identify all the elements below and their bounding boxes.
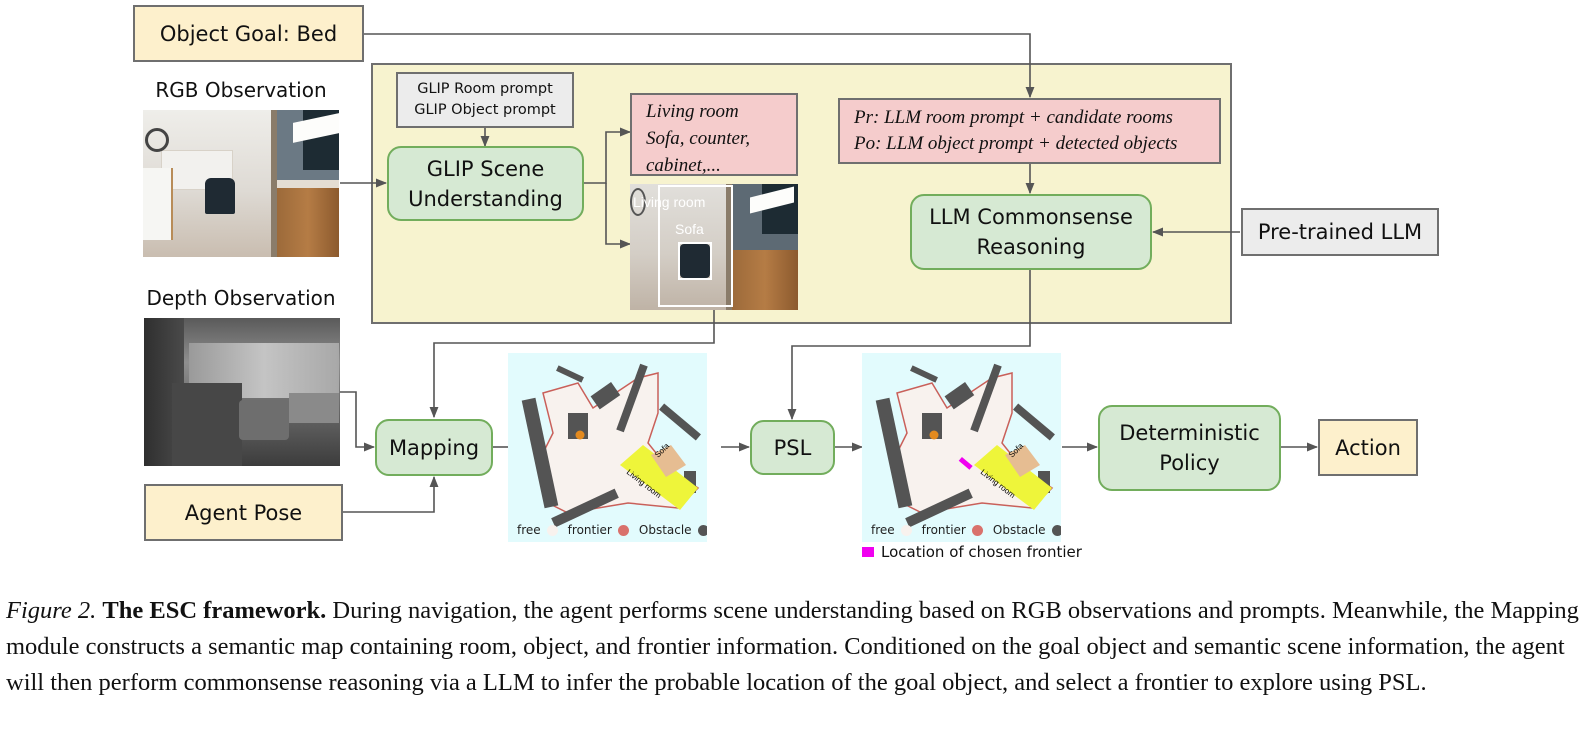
chosen-frontier-swatch: [862, 547, 874, 557]
arrow-goal-to-llm-prompts: [364, 33, 1035, 99]
mapping-module: Mapping: [375, 419, 493, 476]
semantic-map-with-chosen-frontier: Living room Sofa free frontier Obstacle: [862, 353, 1061, 542]
legend-frontier-swatch: [971, 524, 983, 536]
glip-room-prompt: GLIP Room prompt: [417, 81, 553, 97]
glip-prompts-box: GLIP Room prompt GLIP Object prompt: [396, 72, 574, 128]
policy-line-2: Policy: [1159, 451, 1220, 475]
legend-obstacle-swatch: [697, 524, 707, 536]
legend-frontier-label: frontier: [921, 523, 966, 537]
arrow-detection-to-mapping: [429, 310, 715, 419]
legend-free-label: free: [871, 523, 895, 537]
room-prompt-line: Pr: LLM room prompt + candidate rooms: [854, 107, 1173, 128]
detected-objects-line-2: cabinet,...: [646, 155, 721, 176]
map-legend: free frontier Obstacle: [517, 523, 707, 537]
detection-label-room: Living room: [633, 194, 706, 210]
legend-free-label: free: [517, 523, 541, 537]
legend-free-swatch: [546, 524, 558, 536]
psl-module: PSL: [750, 420, 835, 475]
arrow-glip-to-detection-image: [605, 183, 632, 249]
chosen-frontier-marker: [958, 456, 973, 470]
chosen-frontier-legend: Location of chosen frontier: [862, 543, 1082, 561]
legend-free-swatch: [900, 524, 912, 536]
pretrained-llm-box: Pre-trained LLM: [1241, 208, 1439, 256]
arrow-depth-to-mapping: [340, 391, 376, 452]
depth-observation-title: Depth Observation: [146, 286, 336, 310]
figure-title: The ESC framework.: [102, 597, 327, 624]
llm-prompts-box: Pr: LLM room prompt + candidate rooms Po…: [838, 98, 1221, 164]
semantic-map-2-drawing: Living room Sofa: [875, 363, 1055, 528]
living-room-region: [974, 445, 1052, 510]
living-room-region: [620, 445, 698, 510]
detected-room: Living room: [646, 101, 739, 122]
arrow-llm-to-psl: [787, 270, 1031, 421]
glip-detection-image: Living room Sofa: [630, 184, 798, 310]
agent-marker: [575, 430, 585, 440]
action-box: Action: [1318, 419, 1418, 476]
legend-frontier-label: frontier: [567, 523, 612, 537]
caption-body: During navigation, the agent performs sc…: [6, 597, 1579, 696]
figure-caption: Figure 2. The ESC framework. During navi…: [6, 593, 1591, 701]
legend-obstacle-label: Obstacle: [638, 523, 692, 537]
legend-obstacle-swatch: [1051, 524, 1061, 536]
chosen-frontier-legend-label: Location of chosen frontier: [881, 543, 1082, 561]
arrow-pose-to-mapping: [343, 475, 439, 513]
glip-object-prompt: GLIP Object prompt: [414, 102, 556, 118]
glip-module-line-2: Understanding: [408, 186, 563, 211]
legend-frontier-swatch: [617, 524, 629, 536]
sofa-region: [1005, 445, 1040, 477]
llm-module-line-2: Reasoning: [976, 235, 1086, 259]
map-2-legend: free frontier Obstacle: [871, 523, 1061, 537]
policy-line-1: Deterministic: [1119, 421, 1260, 445]
agent-marker: [929, 430, 939, 440]
semantic-map-drawing: Living room Sofa: [521, 363, 701, 528]
depth-observation-image: [144, 318, 340, 466]
figure-label: Figure 2.: [6, 597, 97, 624]
rgb-observation-title: RGB Observation: [155, 78, 327, 102]
legend-obstacle-label: Obstacle: [992, 523, 1046, 537]
detected-objects-line-1: Sofa, counter,: [646, 128, 750, 149]
arrow-glip-to-detections: [584, 127, 632, 184]
llm-commonsense-reasoning-module: LLM Commonsense Reasoning: [910, 194, 1152, 270]
glip-module-line-1: GLIP Scene: [426, 156, 545, 181]
object-goal-box: Object Goal: Bed: [133, 5, 364, 62]
detection-results-box: Living room Sofa, counter, cabinet,...: [630, 93, 798, 176]
deterministic-policy-module: Deterministic Policy: [1098, 405, 1281, 491]
agent-pose-box: Agent Pose: [144, 484, 343, 541]
detection-label-sofa: Sofa: [675, 221, 704, 237]
sofa-region: [651, 445, 686, 477]
rgb-observation-image: [143, 110, 339, 257]
object-prompt-line: Po: LLM object prompt + detected objects: [854, 133, 1178, 154]
connector-arrows: [340, 33, 1319, 513]
semantic-map: Living room Sofa free frontier Obstacle: [508, 353, 707, 542]
glip-scene-understanding-module: GLIP Scene Understanding: [387, 146, 584, 221]
llm-module-line-1: LLM Commonsense: [929, 205, 1133, 229]
